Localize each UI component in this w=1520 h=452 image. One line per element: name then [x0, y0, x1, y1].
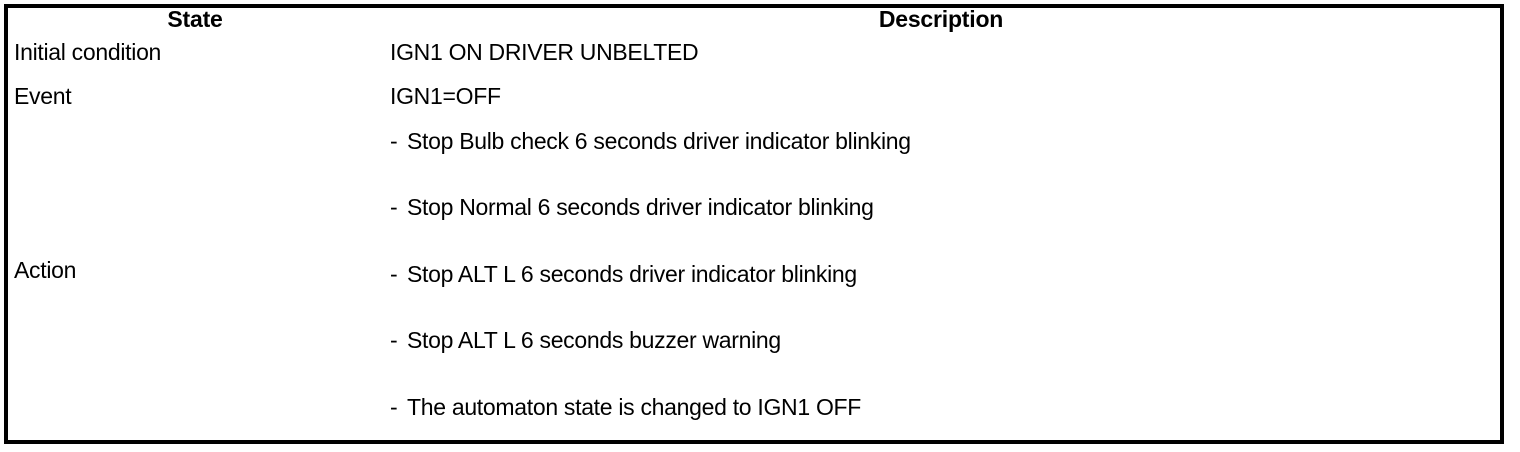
column-header-description: Description: [382, 6, 1502, 31]
bullet-dash-icon: -: [390, 193, 398, 220]
bullet-dash-icon: -: [390, 260, 398, 287]
table-row: Initial condition IGN1 ON DRIVER UNBELTE…: [6, 31, 1502, 75]
cell-state-label: Action: [14, 256, 77, 283]
cell-description-initial-condition: IGN1 ON DRIVER UNBELTED: [382, 31, 1502, 75]
column-header-state: State: [6, 6, 382, 31]
bullet-dash-icon: -: [390, 326, 398, 353]
cell-state-initial-condition: Initial condition: [6, 31, 382, 75]
list-item: -Stop Bulb check 6 seconds driver indica…: [390, 127, 911, 154]
list-item: -Stop ALT L 6 seconds buzzer warning: [390, 326, 781, 353]
column-header-description-label: Description: [878, 6, 1004, 32]
list-item-label: Stop ALT L 6 seconds buzzer warning: [407, 326, 781, 353]
action-item-list: -Stop Bulb check 6 seconds driver indica…: [382, 119, 1500, 426]
cell-description-action: -Stop Bulb check 6 seconds driver indica…: [382, 118, 1502, 442]
action-label-wrapper: Action: [8, 119, 382, 426]
table-header-row: State Description: [6, 6, 1502, 31]
cell-state-event: Event: [6, 74, 382, 119]
list-item-label: Stop ALT L 6 seconds driver indicator bl…: [407, 260, 857, 287]
column-header-state-label: State: [167, 6, 223, 32]
cell-state-action: Action: [6, 118, 382, 442]
cell-description-event: IGN1=OFF: [382, 74, 1502, 119]
table-row: Event IGN1=OFF: [6, 74, 1502, 119]
bullet-dash-icon: -: [390, 393, 398, 420]
state-description-table: State Description Initial condition IGN1…: [4, 4, 1504, 444]
list-item: -Stop ALT L 6 seconds driver indicator b…: [390, 260, 857, 287]
list-item: -The automaton state is changed to IGN1 …: [390, 393, 862, 420]
cell-state-label: Initial condition: [14, 39, 162, 66]
list-item-label: The automaton state is changed to IGN1 O…: [407, 393, 862, 420]
cell-description-label: IGN1 ON DRIVER UNBELTED: [390, 39, 699, 66]
list-item-label: Stop Normal 6 seconds driver indicator b…: [407, 193, 874, 220]
table-row-action: Action -Stop Bulb check 6 seconds driver…: [6, 118, 1502, 442]
cell-description-label: IGN1=OFF: [390, 83, 501, 110]
cell-state-label: Event: [14, 83, 72, 110]
list-item: -Stop Normal 6 seconds driver indicator …: [390, 193, 874, 220]
list-item-label: Stop Bulb check 6 seconds driver indicat…: [407, 127, 911, 154]
bullet-dash-icon: -: [390, 127, 398, 154]
